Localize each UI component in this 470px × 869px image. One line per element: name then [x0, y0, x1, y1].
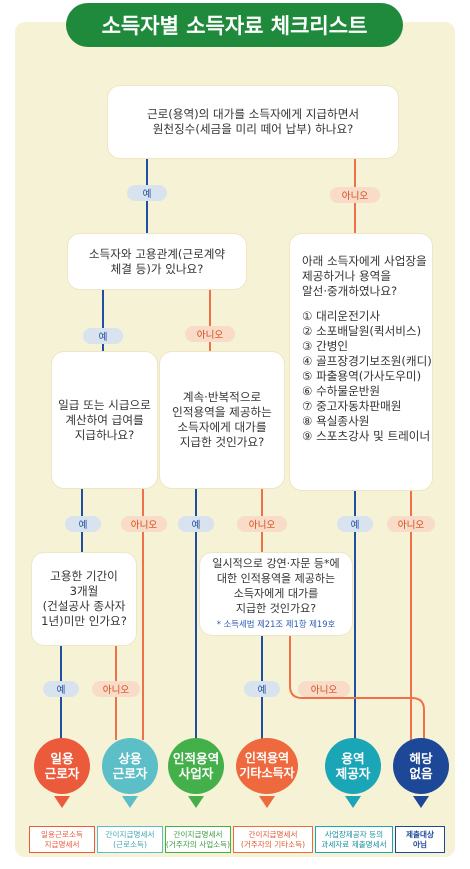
document-simple-statement-business: 간이지급명세서 (거주자의 사업소득): [165, 826, 231, 853]
question-temporary-service: 일시적으로 강연·자문 등*에 대한 인적용역을 제공하는 소득자에게 대가를 …: [200, 553, 352, 635]
question-line: (건설공사 종사자: [42, 599, 126, 613]
question-line: 계산하여 급여를: [65, 412, 144, 427]
occupation-list-item: ⑤ 파출용역(가사도우미): [302, 369, 422, 383]
question-line: 대한 인적용역을 제공하는: [216, 572, 336, 585]
label-yes: 예: [83, 328, 123, 344]
result-label: 해당: [409, 751, 433, 766]
line-q7-no: [289, 634, 425, 740]
document-label: 지급명세서: [44, 839, 80, 849]
occupation-list-item: ③ 간병인: [302, 339, 349, 353]
label-yes: 예: [244, 681, 280, 697]
document-label: 사업장제공자 등의: [324, 829, 384, 839]
result-daily-worker: 일용 근로자: [34, 738, 90, 794]
question-employment: 소득자와 고용관계(근로계약 체결 등)가 있나요?: [68, 234, 246, 289]
down-arrow-icon: [259, 796, 275, 808]
occupation-list-item: ④ 골프장경기보조원(캐디): [302, 354, 432, 368]
question-withholding: 근로(용역)의 대가를 소득자에게 지급하면서 원천징수(세금을 미리 떼어 납…: [108, 86, 398, 158]
label-no: 아니오: [330, 187, 380, 203]
question-line: 근로(용역)의 대가를 소득자에게 지급하면서: [146, 107, 360, 121]
result-label: 일용: [50, 751, 74, 766]
question-line: 고용한 기간이: [50, 569, 118, 583]
document-label: 일용근로소득: [41, 829, 83, 839]
question-line: 1년)미만 인가요?: [41, 614, 127, 628]
label-no: 아니오: [185, 326, 235, 342]
down-arrow-icon: [122, 796, 138, 808]
question-line: 소득자와 고용관계(근로계약: [88, 246, 226, 261]
question-line: 지급한 것인가요?: [235, 602, 317, 615]
law-reference-note: * 소득세법 제21조 제1항 제19호: [216, 619, 336, 629]
document-label: 간이지급명세서: [173, 829, 223, 839]
question-line: 3개월: [69, 584, 99, 598]
question-line: 제공하거나 용역을: [302, 269, 392, 283]
question-line: 지급하나요?: [74, 427, 135, 442]
result-service-provider: 용역 제공자: [325, 738, 381, 794]
label-no: 아니오: [237, 516, 287, 532]
result-label: 근로자: [112, 766, 148, 781]
result-label: 제공자: [335, 766, 371, 781]
document-label: 간이지급명세서: [105, 829, 155, 839]
question-workplace-provider: 아래 소득자에게 사업장을 제공하거나 용역을 알선·중개하였나요? ① 대리운…: [290, 234, 432, 490]
question-line: 원천징수(세금을 미리 떼어 납부) 하나요?: [152, 122, 354, 136]
label-yes: 예: [43, 681, 79, 697]
question-line: 일시적으로 강연·자문 등*에: [212, 557, 340, 570]
label-yes: 예: [337, 516, 373, 532]
down-arrow-icon: [413, 796, 429, 808]
result-label: 용역: [341, 751, 365, 766]
question-line: 일급 또는 시급으로: [58, 397, 151, 412]
occupation-list-item: ⑨ 스포츠강사 및 트레이너: [302, 429, 431, 443]
occupation-list-item: ② 소포배달원(퀵서비스): [302, 324, 422, 338]
document-label: 간이지급명세서: [248, 829, 298, 839]
document-not-required: 제출대상 아님: [395, 826, 445, 853]
question-continuous-service: 계속·반복적으로 인적용역을 제공하는 소득자에게 대가를 지급한 것인가요?: [160, 352, 284, 488]
question-employment-period: 고용한 기간이 3개월 (건설공사 종사자 1년)미만 인가요?: [32, 553, 136, 645]
occupation-list-item: ⑧ 욕실종사원: [302, 414, 370, 428]
document-label: (거주자의 기타소득): [240, 839, 306, 849]
page-title: 소득자별 소득자료 체크리스트: [66, 3, 403, 47]
document-label: (거주자의 사업소득): [165, 839, 231, 849]
question-line: 소득자에게 대가를: [177, 420, 267, 434]
document-label: (근로소득): [113, 839, 147, 849]
label-yes: 예: [178, 516, 214, 532]
result-not-applicable: 해당 없음: [393, 738, 449, 794]
result-regular-worker: 상용 근로자: [102, 738, 158, 794]
down-arrow-icon: [188, 796, 204, 808]
document-label: 제출대상: [406, 829, 434, 839]
label-no: 아니오: [92, 681, 140, 697]
document-tax-data-statement: 사업장제공자 등의 과세자료 제출명세서: [315, 826, 393, 853]
question-line: 체결 등)가 있나요?: [110, 261, 204, 276]
down-arrow-icon: [54, 796, 70, 808]
result-business-earner: 인적용역 사업자: [168, 738, 224, 794]
question-line: 소득자에게 대가를: [233, 587, 319, 600]
occupation-list-item: ⑦ 중고자동차판매원: [302, 399, 402, 413]
question-line: 아래 소득자에게 사업장을: [302, 254, 427, 268]
document-label: 과세자료 제출명세서: [321, 839, 387, 849]
occupation-list-item: ① 대리운전기사: [302, 309, 381, 323]
question-daily-wage: 일급 또는 시급으로 계산하여 급여를 지급하나요?: [52, 352, 157, 488]
result-label: 인적용역: [172, 751, 220, 766]
result-other-income-earner: 인적용역 기타소득자: [236, 738, 298, 794]
question-line: 계속·반복적으로: [182, 390, 262, 404]
label-yes: 예: [127, 185, 167, 201]
result-label: 상용: [118, 751, 142, 766]
document-daily-wage-statement: 일용근로소득 지급명세서: [29, 826, 95, 853]
result-label: 근로자: [44, 766, 80, 781]
document-simple-statement-wage: 간이지급명세서 (근로소득): [97, 826, 163, 853]
result-label: 사업자: [178, 766, 214, 781]
result-label: 기타소득자: [239, 766, 295, 780]
down-arrow-icon: [345, 796, 361, 808]
label-no: 아니오: [298, 681, 350, 697]
question-line: 알선·중개하였나요?: [302, 284, 398, 298]
result-label: 인적용역: [244, 751, 290, 765]
document-simple-statement-other: 간이지급명세서 (거주자의 기타소득): [233, 826, 313, 853]
question-line: 지급한 것인가요?: [179, 435, 265, 449]
label-yes: 예: [65, 516, 101, 532]
label-no: 아니오: [387, 516, 435, 532]
document-label: 아님: [413, 839, 427, 849]
result-label: 없음: [409, 766, 433, 781]
label-no: 아니오: [121, 516, 167, 532]
question-line: 인적용역을 제공하는: [172, 405, 272, 419]
occupation-list-item: ⑥ 수하물운반원: [302, 384, 381, 398]
